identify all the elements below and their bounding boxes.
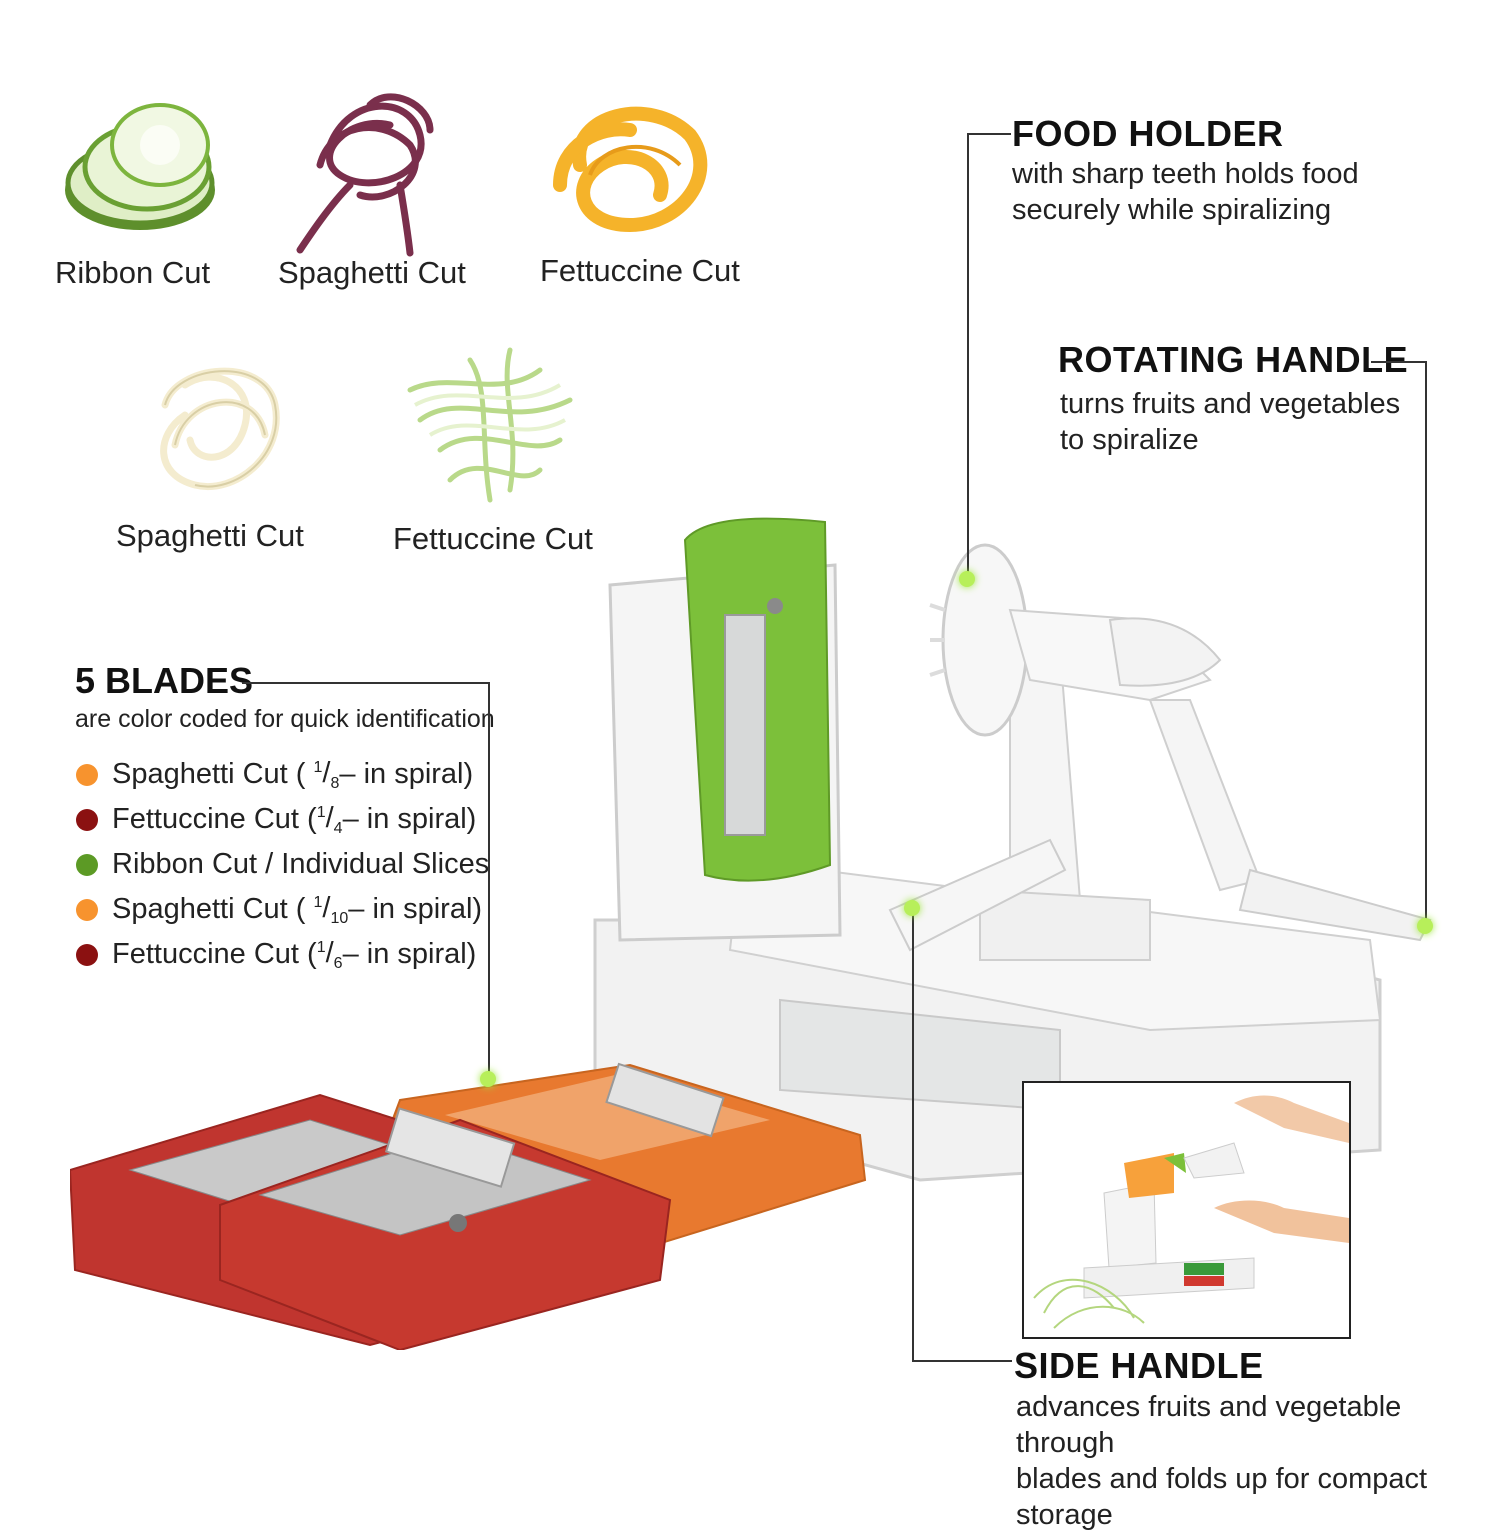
ribbon-cut-image — [65, 103, 215, 230]
food-holder-connector-v — [967, 133, 969, 578]
food-holder-connector-h — [967, 133, 1011, 135]
side-handle-desc-line1: advances fruits and vegetable through — [1016, 1391, 1402, 1459]
rotating-handle-desc-line1: turns fruits and vegetables — [1060, 388, 1401, 420]
blade-name: Fettuccine Cut ( — [112, 938, 317, 970]
blade-color-dot — [76, 898, 98, 921]
rotating-handle-connector-v — [1425, 361, 1427, 926]
side-handle-connector-v — [912, 908, 914, 1360]
spaghetti-cut-purple-image — [296, 93, 434, 257]
blade-item: Fettuccine Cut ( 1/6 – in spiral) — [76, 932, 489, 977]
blade-color-dot — [76, 808, 98, 831]
spaghetti-cut-label-2: Spaghetti Cut — [116, 518, 304, 553]
side-handle-connector-h — [912, 1360, 1012, 1362]
side-handle-marker — [904, 900, 920, 916]
usage-inset-illustration — [1024, 1083, 1349, 1337]
blade-list: Spaghetti Cut ( 1/8 – in spiral) Fettucc… — [76, 752, 489, 977]
blades-marker — [480, 1071, 496, 1087]
rotating-handle-connector-h — [1371, 361, 1426, 363]
food-holder-title: FOOD HOLDER — [1012, 113, 1284, 154]
blade-name: Spaghetti Cut ( — [112, 758, 306, 790]
food-holder-desc-line1: with sharp teeth holds food — [1012, 158, 1359, 190]
blade-item: Fettuccine Cut ( 1/4 – in spiral) — [76, 797, 489, 842]
blade-name: Ribbon Cut / Individual Slices — [112, 848, 490, 880]
blade-suffix: – in spiral) — [342, 803, 477, 835]
blades-connector-h — [242, 682, 488, 684]
side-handle-title: SIDE HANDLE — [1014, 1345, 1264, 1386]
blade-suffix: – in spiral) — [339, 758, 474, 790]
blade-item: Spaghetti Cut ( 1/10 – in spiral) — [76, 887, 489, 932]
blades-subtitle: are color coded for quick identification — [75, 705, 495, 733]
spaghetti-cut-label: Spaghetti Cut — [278, 255, 466, 290]
food-holder-desc: with sharp teeth holds food securely whi… — [1012, 156, 1359, 228]
ribbon-cut-label: Ribbon Cut — [55, 255, 211, 290]
blade-suffix: – in spiral) — [348, 893, 483, 925]
blade-fraction: 1/8 — [313, 756, 340, 792]
usage-inset-image — [1022, 1081, 1351, 1339]
blade-fraction: 1/10 — [313, 891, 349, 927]
blade-name: Spaghetti Cut ( — [112, 893, 306, 925]
rotating-handle-desc-line2: to spiralize — [1060, 424, 1199, 456]
fettuccine-cut-green-image — [407, 347, 573, 503]
food-holder-desc-line2: securely while spiralizing — [1012, 194, 1332, 226]
blade-color-dot — [76, 853, 98, 876]
blade-color-dot — [76, 763, 98, 786]
blades-connector-v — [488, 682, 490, 1079]
fettuccine-cut-label-2: Fettuccine Cut — [393, 521, 593, 556]
rotating-handle-desc: turns fruits and vegetables to spiralize — [1060, 386, 1400, 458]
blade-item: Ribbon Cut / Individual Slices — [76, 842, 489, 887]
rotating-handle-title: ROTATING HANDLE — [1058, 339, 1409, 380]
fettuccine-cut-yellow-image — [553, 106, 708, 233]
blade-inserts-image — [70, 1062, 867, 1350]
fettuccine-cut-label: Fettuccine Cut — [540, 253, 740, 288]
blade-name: Fettuccine Cut ( — [112, 803, 317, 835]
food-holder-marker — [959, 571, 975, 587]
side-handle-desc-line2: blades and folds up for compact storage — [1016, 1463, 1428, 1531]
blade-fraction: 1/4 — [316, 801, 343, 837]
side-handle-desc: advances fruits and vegetable through bl… — [1016, 1389, 1500, 1533]
blade-color-dot — [76, 943, 98, 966]
spaghetti-cut-white-image — [160, 367, 280, 490]
rotating-handle-marker — [1417, 918, 1433, 934]
blade-fraction: 1/6 — [316, 936, 343, 972]
blade-item: Spaghetti Cut ( 1/8 – in spiral) — [76, 752, 489, 797]
blades-title: 5 BLADES — [75, 660, 254, 701]
blade-suffix: – in spiral) — [342, 938, 477, 970]
